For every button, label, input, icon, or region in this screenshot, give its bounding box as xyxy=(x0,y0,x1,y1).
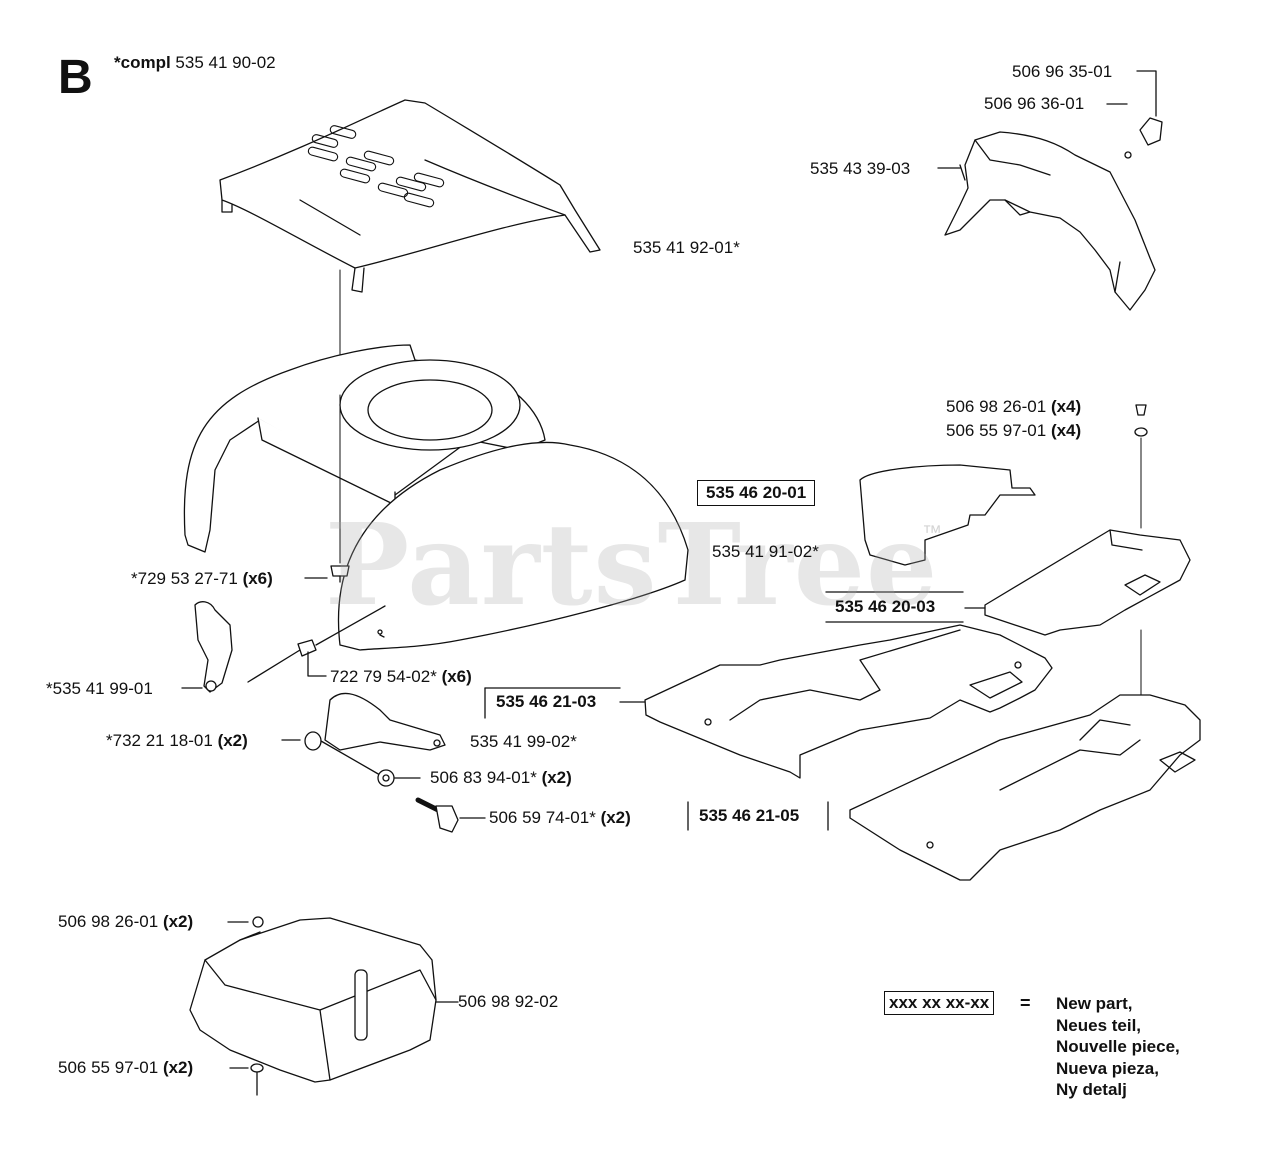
bushing-732 xyxy=(281,731,381,776)
bracket-535-41-99-02 xyxy=(324,692,446,751)
engine-shroud-part xyxy=(183,344,689,651)
legend-line-en: New part, xyxy=(1056,994,1133,1013)
screw-506-98-26-01-b xyxy=(227,916,264,928)
spike-722 xyxy=(247,605,386,683)
pad-535-46-20-01 xyxy=(859,464,1036,566)
label-722-79-54-02[interactable]: 722 79 54-02* (x6) xyxy=(330,667,472,686)
tray-535-46-21-05 xyxy=(849,694,1201,881)
label-506-96-35-01[interactable]: 506 96 35-01 xyxy=(1012,62,1113,81)
label-535-46-20-03[interactable]: 535 46 20-03 xyxy=(835,597,936,616)
section-letter: B xyxy=(58,51,93,104)
washer-506-55-97-01-b xyxy=(229,1063,264,1096)
label-535-41-99-01[interactable]: *535 41 99-01 xyxy=(46,679,153,698)
floor-plate-535-46-21-03 xyxy=(644,624,1053,779)
label-506-59-74-01[interactable]: 506 59 74-01* (x2) xyxy=(489,808,631,827)
label-535-41-91-02[interactable]: 535 41 91-02* xyxy=(712,542,819,561)
legend-line-de: Neues teil, xyxy=(1056,1015,1142,1035)
plate-535-46-20-03 xyxy=(984,529,1191,636)
label-535-41-92-01[interactable]: 535 41 92-01* xyxy=(633,238,740,257)
label-506-83-94-01[interactable]: 506 83 94-01* (x2) xyxy=(430,768,572,787)
label-506-98-92-02[interactable]: 506 98 92-02 xyxy=(458,992,559,1011)
label-535-41-99-02[interactable]: 535 41 99-02* xyxy=(470,732,577,751)
legend-line-es: Nueva pieza, xyxy=(1056,1058,1159,1078)
washer-506-83 xyxy=(377,769,421,787)
legend-text: New part, Neues teil, Nouvelle piece, Nu… xyxy=(1056,993,1180,1101)
label-506-98-26-01-x2[interactable]: 506 98 26-01 (x2) xyxy=(58,912,194,931)
washer-screw-stack xyxy=(1134,404,1148,701)
legend-equals: = xyxy=(1020,993,1031,1013)
label-535-43-39-03[interactable]: 535 43 39-03 xyxy=(810,159,911,178)
label-506-55-97-01-x4[interactable]: 506 55 97-01 (x4) xyxy=(946,421,1082,440)
label-506-55-97-01-x2[interactable]: 506 55 97-01 (x2) xyxy=(58,1058,194,1077)
label-535-46-20-01[interactable]: 535 46 20-01 xyxy=(697,480,816,506)
label-506-98-26-01-x4[interactable]: 506 98 26-01 (x4) xyxy=(946,397,1082,416)
compl-label: *compl 535 41 90-02 xyxy=(114,53,276,72)
screw-506-96 xyxy=(1106,70,1163,159)
screw-729 xyxy=(330,394,350,583)
label-535-46-21-03[interactable]: 535 46 21-03 xyxy=(496,692,597,711)
legend-placeholder: xxx xx xx-xx xyxy=(884,991,995,1015)
bracket-535-41-99-01 xyxy=(194,601,233,693)
legend-line-fr: Nouvelle piece, xyxy=(1056,1037,1180,1056)
top-cover-part xyxy=(219,99,601,293)
watermark-tm: ™ xyxy=(922,522,942,544)
shield-535-43-39-03 xyxy=(944,131,1156,311)
label-506-96-36-01[interactable]: 506 96 36-01 xyxy=(984,94,1085,113)
label-535-46-21-05[interactable]: 535 46 21-05 xyxy=(699,806,800,825)
battery-box-506-98-92-02 xyxy=(189,917,437,1083)
legend-line-sv: Ny detalj xyxy=(1056,1080,1127,1099)
label-729-53-27-71[interactable]: *729 53 27-71 (x6) xyxy=(131,569,273,588)
bolt-506-59 xyxy=(415,797,486,833)
label-732-21-18-01[interactable]: *732 21 18-01 (x2) xyxy=(106,731,248,750)
